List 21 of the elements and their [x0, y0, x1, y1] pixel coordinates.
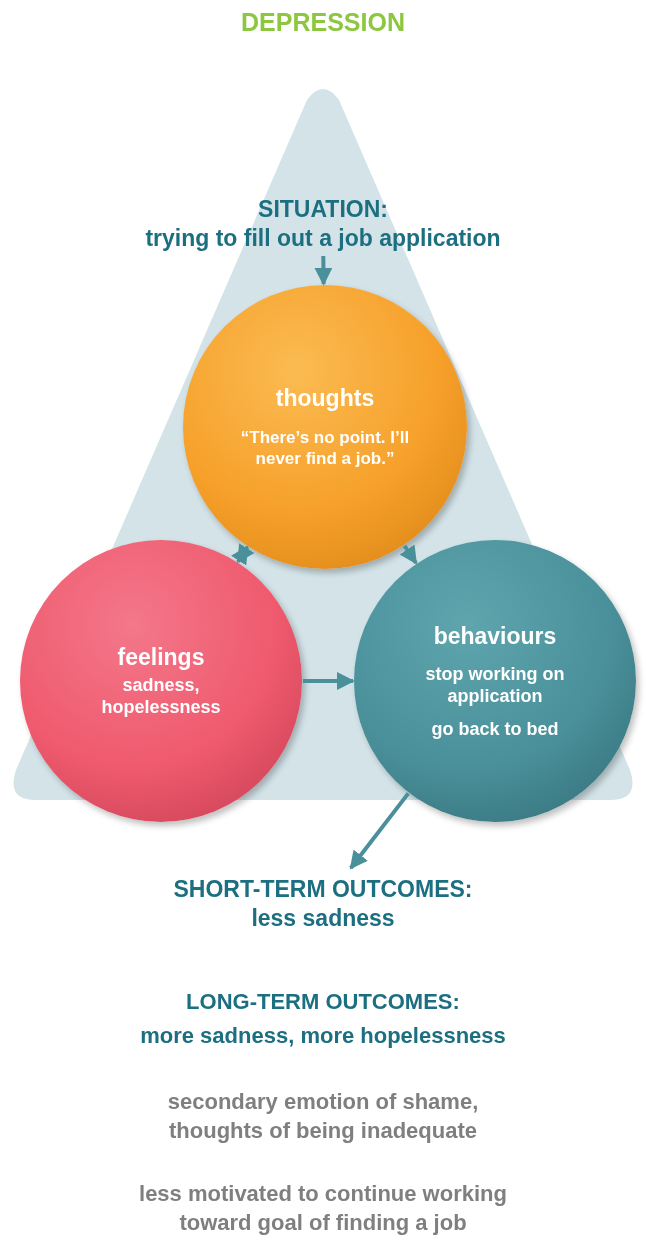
title: DEPRESSION	[240, 8, 406, 37]
note-text: secondary emotion of shame, thoughts of being inadequate	[166, 1088, 480, 1145]
note-text: less motivated to continue working toward goal of finding a job	[138, 1180, 508, 1237]
situation-text: trying to fill out a job application	[145, 224, 501, 253]
arrow	[231, 543, 255, 566]
circle-heading: feelings	[117, 643, 205, 672]
outcome-text: more sadness, more hopelessness	[139, 1022, 507, 1050]
arrow	[303, 672, 355, 690]
circle-text: stop working on application	[424, 662, 566, 708]
outcome-heading: SHORT-TERM OUTCOMES:	[173, 875, 473, 904]
outcome-text: less sadness	[251, 904, 395, 933]
circle-text: sadness, hopelessness	[100, 673, 222, 719]
circle-heading: behaviours	[433, 621, 557, 651]
circle-heading: thoughts	[275, 384, 375, 414]
situation-heading: SITUATION:	[258, 195, 388, 224]
quote-text: “There’s no point. I’ll never find a job.”	[239, 427, 411, 470]
arrow	[349, 792, 410, 870]
outcome-heading: LONG-TERM OUTCOMES:	[185, 988, 461, 1016]
arrow	[399, 544, 418, 565]
arrow	[314, 255, 333, 286]
circle-text: go back to bed	[431, 717, 559, 741]
